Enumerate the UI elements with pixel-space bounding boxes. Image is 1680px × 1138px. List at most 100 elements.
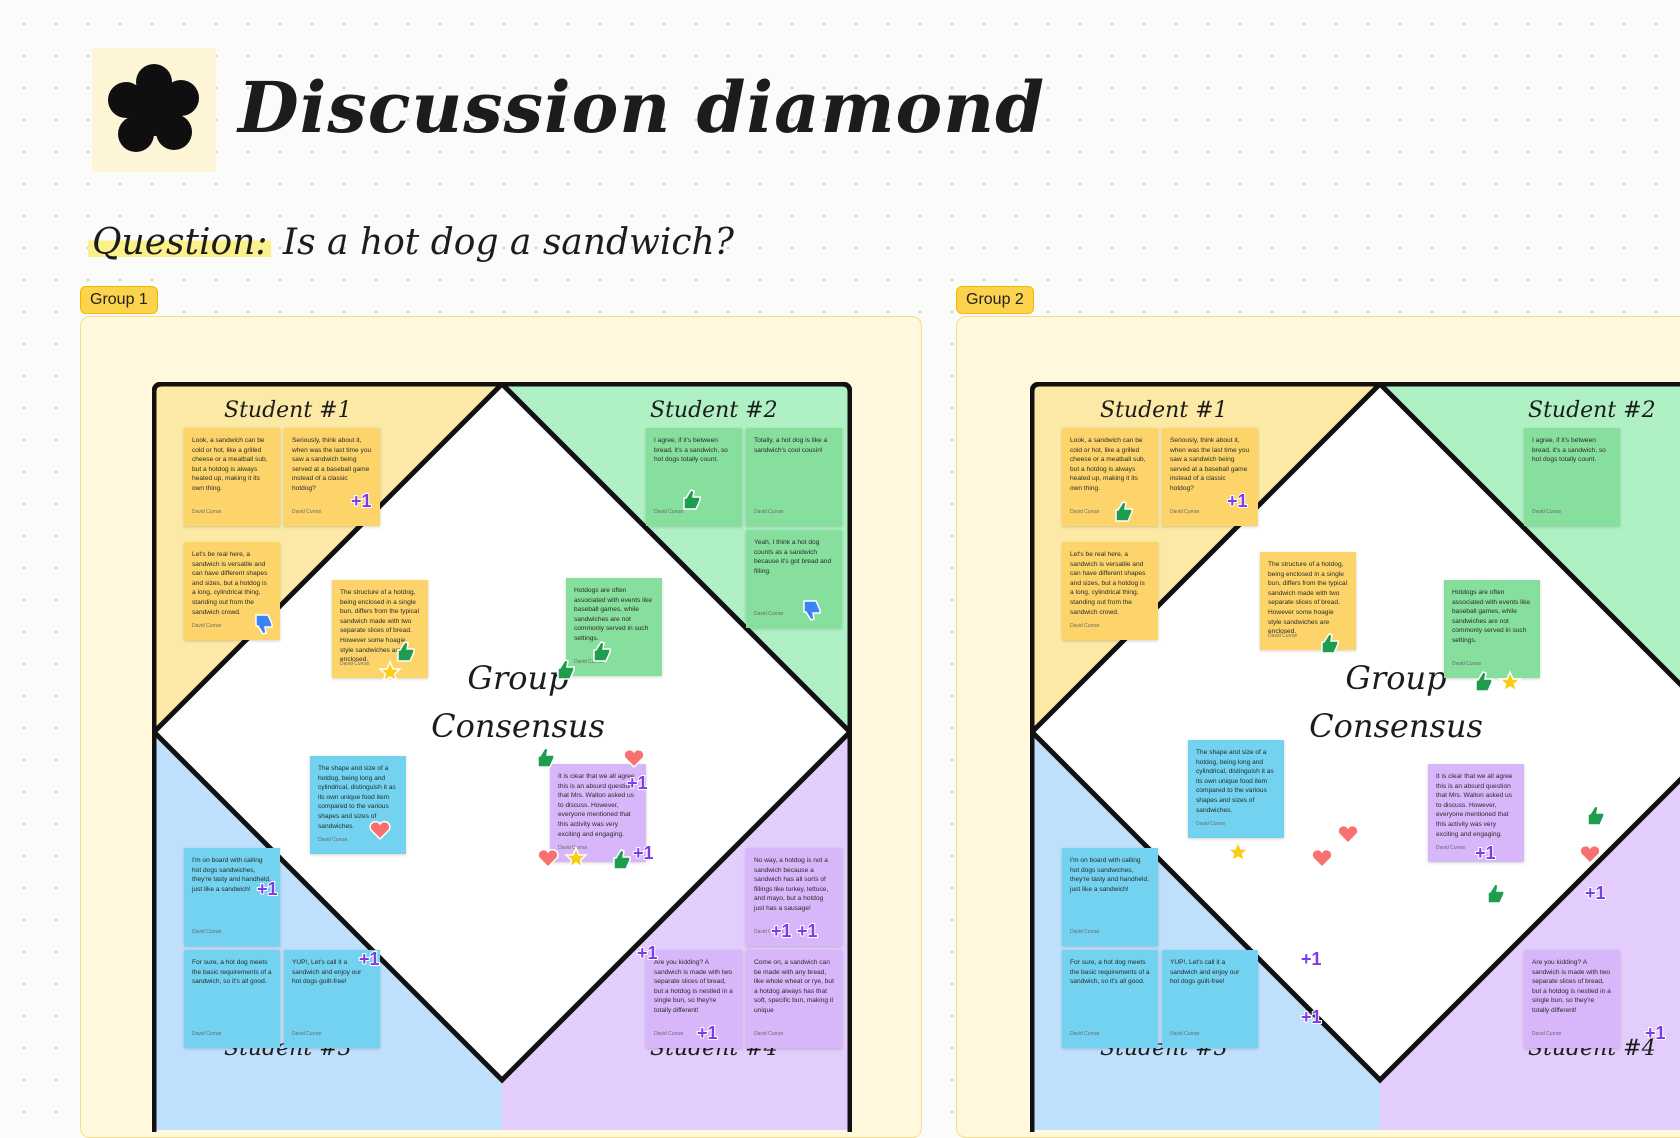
note-text: I'm on board with calling hot dogs sandw…	[192, 857, 271, 893]
plus-one-icon[interactable]: +1	[636, 940, 660, 964]
note-text: It is clear that we all agree this is an…	[1436, 773, 1513, 838]
sticky-note[interactable]: It is clear that we all agree this is an…	[550, 764, 646, 862]
sticky-note[interactable]: Yeah, I think a hot dog counts as a sand…	[746, 530, 842, 628]
heart-icon[interactable]	[622, 746, 646, 770]
plus-one-icon[interactable]: +1	[358, 946, 382, 970]
sticky-note[interactable]: For sure, a hot dog meets the basic requ…	[184, 950, 280, 1048]
note-author: David Curran	[1170, 509, 1200, 516]
sticky-note[interactable]: Hotdogs are often associated with events…	[1444, 580, 1540, 678]
heart-icon[interactable]	[1578, 842, 1602, 866]
sticky-note[interactable]: The structure of a hotdog, being enclose…	[332, 580, 428, 678]
note-text: YUP!, Let's call it a sandwich and enjoy…	[1170, 959, 1240, 986]
sticky-note[interactable]: Let's be real here, a sandwich is versat…	[1062, 542, 1158, 640]
note-author: David Curran	[192, 623, 222, 630]
heart-icon[interactable]	[368, 818, 392, 842]
plus-one-icon[interactable]: +1	[350, 488, 374, 512]
sticky-note[interactable]: No way, a hotdog is not a sandwich becau…	[746, 848, 842, 946]
sticky-note[interactable]: I'm on board with calling hot dogs sandw…	[1062, 848, 1158, 946]
sticky-note[interactable]: For sure, a hot dog meets the basic requ…	[1062, 950, 1158, 1048]
thumbs-up-icon[interactable]	[680, 488, 704, 512]
sticky-note[interactable]: Totally, a hot dog is like a sandwich's …	[746, 428, 842, 526]
star-icon[interactable]	[1226, 840, 1250, 864]
group-consensus-label: Group Consensus	[1294, 654, 1498, 750]
thumbs-up-icon[interactable]	[1584, 804, 1608, 828]
note-text: Yeah, I think a hot dog counts as a sand…	[754, 539, 832, 575]
heart-icon[interactable]	[1336, 822, 1360, 846]
note-author: David Curran	[558, 845, 588, 852]
thumbs-down-icon[interactable]	[800, 598, 824, 622]
plus-one-icon[interactable]: +1	[632, 840, 656, 864]
sticky-note[interactable]: YUP!, Let's call it a sandwich and enjoy…	[1162, 950, 1258, 1048]
plus-one-icon[interactable]: +1	[1584, 880, 1608, 904]
note-author: David Curran	[754, 929, 784, 936]
question-label: Question:	[88, 222, 272, 263]
star-icon[interactable]	[378, 660, 402, 684]
student-2-label: Student #2	[1528, 398, 1656, 423]
note-text: I agree, if it's between bread, it's a s…	[1532, 437, 1606, 464]
thumbs-up-icon[interactable]	[534, 746, 558, 770]
sticky-note[interactable]: It is clear that we all agree this is an…	[1428, 764, 1524, 862]
consensus-line-1: Group	[467, 659, 569, 697]
plus-one-icon[interactable]: +1	[796, 918, 820, 942]
thumbs-up-icon[interactable]	[554, 658, 578, 682]
thumbs-down-icon[interactable]	[252, 612, 276, 636]
note-text: Look, a sandwich can be cold or hot, lik…	[192, 437, 268, 492]
sticky-note[interactable]: The structure of a hotdog, being enclose…	[1260, 552, 1356, 650]
sticky-note[interactable]: Look, a sandwich can be cold or hot, lik…	[1062, 428, 1158, 526]
group-consensus-label: Group Consensus	[416, 654, 620, 750]
plus-one-icon[interactable]: +1	[1300, 946, 1324, 970]
plus-one-icon[interactable]: +1	[1300, 1004, 1324, 1028]
note-author: David Curran	[1070, 623, 1100, 630]
heart-icon[interactable]	[1310, 846, 1334, 870]
sticky-note[interactable]: Seriously, think about it, when was the …	[1162, 428, 1258, 526]
star-icon[interactable]	[1498, 670, 1522, 694]
plus-one-icon[interactable]: +1	[1226, 488, 1250, 512]
sticky-note[interactable]: Come on, a sandwich can be made with any…	[746, 950, 842, 1048]
plus-one-icon[interactable]: +1	[770, 918, 794, 942]
star-icon[interactable]	[564, 846, 588, 870]
sticky-note[interactable]: The shape and size of a hotdog, being lo…	[310, 756, 406, 854]
sticky-note[interactable]: Are you kidding? A sandwich is made with…	[646, 950, 742, 1048]
note-text: The shape and size of a hotdog, being lo…	[318, 765, 396, 830]
sticky-note[interactable]: The shape and size of a hotdog, being lo…	[1188, 740, 1284, 838]
note-author: David Curran	[1170, 1031, 1200, 1038]
group-2-tag[interactable]: Group 2	[956, 286, 1034, 314]
sticky-note[interactable]: Are you kidding? A sandwich is made with…	[1524, 950, 1620, 1048]
heart-icon[interactable]	[536, 846, 560, 870]
thumbs-up-icon[interactable]	[1112, 500, 1136, 524]
note-author: David Curran	[1532, 1031, 1562, 1038]
group-1-tag[interactable]: Group 1	[80, 286, 158, 314]
note-author: David Curran	[1070, 929, 1100, 936]
page-title: Discussion diamond	[238, 66, 1046, 149]
note-text: Are you kidding? A sandwich is made with…	[654, 959, 733, 1014]
thumbs-up-icon[interactable]	[1318, 632, 1342, 656]
sticky-note[interactable]: Let's be real here, a sandwich is versat…	[184, 542, 280, 640]
svg-text:+1: +1	[633, 843, 654, 863]
plus-one-icon[interactable]: +1	[626, 770, 650, 794]
note-text: No way, a hotdog is not a sandwich becau…	[754, 857, 829, 912]
note-text: I'm on board with calling hot dogs sandw…	[1070, 857, 1149, 893]
note-text: The structure of a hotdog, being enclose…	[1268, 561, 1348, 636]
svg-text:+1: +1	[1227, 491, 1248, 511]
thumbs-up-icon[interactable]	[394, 640, 418, 664]
thumbs-up-icon[interactable]	[610, 848, 634, 872]
thumbs-up-icon[interactable]	[1484, 882, 1508, 906]
note-text: It is clear that we all agree this is an…	[558, 773, 635, 838]
sticky-note[interactable]: Look, a sandwich can be cold or hot, lik…	[184, 428, 280, 526]
svg-text:+1: +1	[797, 921, 818, 941]
flower-icon	[108, 64, 199, 152]
note-text: YUP!, Let's call it a sandwich and enjoy…	[292, 959, 362, 986]
sticky-note[interactable]: Hotdogs are often associated with events…	[566, 578, 662, 676]
thumbs-up-icon[interactable]	[590, 640, 614, 664]
sticky-note[interactable]: I'm on board with calling hot dogs sandw…	[184, 848, 280, 946]
sticky-note[interactable]: Seriously, think about it, when was the …	[284, 428, 380, 526]
thumbs-up-icon[interactable]	[1472, 670, 1496, 694]
plus-one-icon[interactable]: +1	[696, 1020, 720, 1044]
sticky-note[interactable]: I agree, if it's between bread, it's a s…	[1524, 428, 1620, 526]
plus-one-icon[interactable]: +1	[256, 876, 280, 900]
note-text: Hotdogs are often associated with events…	[574, 587, 653, 642]
sticky-note[interactable]: YUP!, Let's call it a sandwich and enjoy…	[284, 950, 380, 1048]
plus-one-icon[interactable]: +1	[1644, 1020, 1668, 1044]
plus-one-icon[interactable]: +1	[1474, 840, 1498, 864]
svg-text:+1: +1	[697, 1023, 718, 1043]
